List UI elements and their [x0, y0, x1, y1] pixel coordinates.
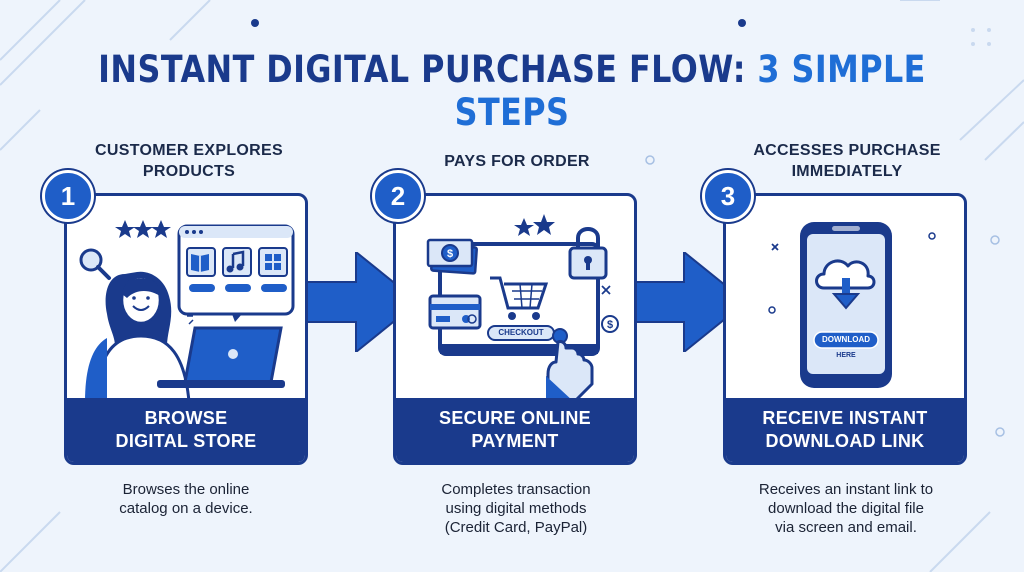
search-icon	[79, 248, 111, 280]
page-title: INSTANT DIGITAL PURCHASE FLOW: 3 SIMPLE …	[72, 48, 953, 134]
download-label: DOWNLOAD	[822, 335, 870, 344]
checkout-label: CHECKOUT	[498, 328, 544, 337]
step-1-card-title-bar: BROWSE DIGITAL STORE	[67, 398, 305, 462]
step-2-description: Completes transaction using digital meth…	[441, 481, 591, 536]
book-icon	[191, 254, 209, 272]
svg-text:$: $	[607, 319, 613, 331]
step-1-card: BROWSE DIGITAL STORE	[64, 193, 308, 465]
step-2-heading: PAYS FOR ORDER	[444, 153, 590, 170]
download-illustration	[768, 222, 936, 388]
step-2-card-title: SECURE ONLINE PAYMENT	[439, 408, 591, 451]
star-icon	[514, 214, 555, 236]
step-3-card-title-bar: RECEIVE INSTANT DOWNLOAD LINK	[726, 398, 964, 462]
payment-illustration: $ $	[426, 214, 619, 402]
step-2-card: $ $	[393, 193, 637, 465]
step-1-number-badge: 1	[42, 170, 94, 222]
star-icon	[115, 220, 171, 238]
padlock-icon	[568, 227, 608, 280]
step-3-description: Receives an instant link to download the…	[758, 481, 934, 536]
shopping-cart-icon	[490, 276, 549, 320]
credit-card-icon	[428, 294, 482, 330]
arrow-right-icon	[306, 252, 420, 352]
step-2-number-badge: 2	[372, 170, 424, 222]
music-note-icon	[226, 250, 245, 273]
title-highlight: 3 SIMPLE STEPS	[454, 48, 926, 134]
cash-icon: $	[426, 238, 478, 275]
step-3-number-badge: 3	[702, 170, 754, 222]
step-3-card: DOWNLOAD HERE RECEIVE INSTANT DOWNLOAD L…	[723, 193, 967, 465]
step-1-heading: CUSTOMER EXPLORES PRODUCTS	[95, 142, 283, 180]
title-main: INSTANT DIGITAL PURCHASE FLOW:	[98, 48, 746, 91]
cloud-download-icon	[815, 259, 876, 310]
catalog-window	[177, 224, 295, 322]
step-3-heading: ACCESSES PURCHASE IMMEDIATELY	[753, 142, 941, 180]
step-1-description: Browses the online catalog on a device.	[119, 481, 253, 517]
svg-text:$: $	[447, 248, 453, 260]
windows-icon	[265, 254, 281, 270]
person-illustration	[85, 271, 191, 402]
download-sub-label: HERE	[836, 352, 856, 359]
download-button	[813, 331, 879, 349]
laptop-icon	[157, 326, 285, 388]
pointing-hand-icon	[546, 340, 594, 402]
coin-icon: $	[601, 315, 619, 333]
step-2-card-title-bar: SECURE ONLINE PAYMENT	[396, 398, 634, 462]
step-3-card-title: RECEIVE INSTANT DOWNLOAD LINK	[762, 408, 928, 451]
arrow-right-icon	[634, 252, 748, 352]
browse-illustration	[79, 220, 295, 402]
step-1-card-title: BROWSE DIGITAL STORE	[115, 408, 257, 451]
